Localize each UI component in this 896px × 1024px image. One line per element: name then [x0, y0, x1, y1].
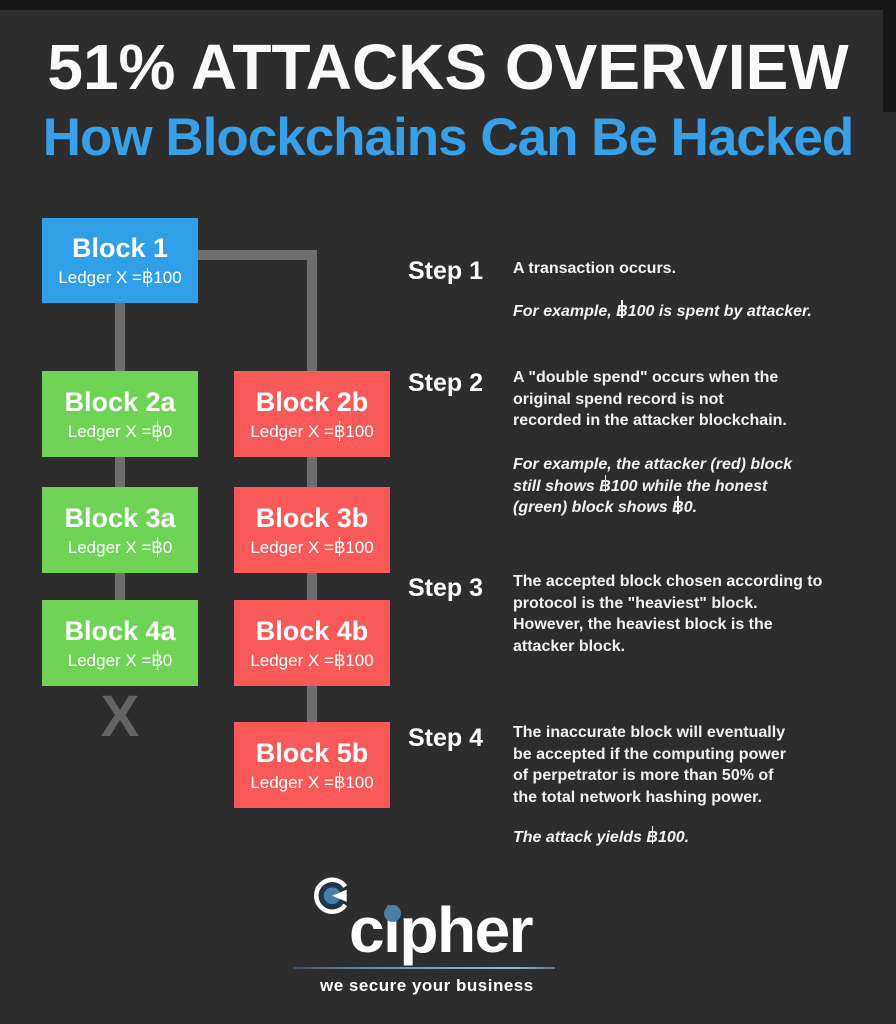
baht-symbol: B — [151, 537, 163, 557]
block-4a-label: Block 4a — [64, 615, 176, 646]
block-4a: Block 4a Ledger X =B0 — [42, 600, 198, 686]
block-3a: Block 3a Ledger X =B0 — [42, 487, 198, 573]
connector-block2a-block3a — [115, 456, 125, 488]
step-1-example: For example, B100 is spent by attacker. — [513, 300, 883, 323]
block-4b-ledger: Ledger X =B100 — [250, 650, 374, 670]
baht-symbol: B — [333, 537, 346, 557]
block-2a-label: Block 2a — [64, 386, 176, 417]
baht-symbol: B — [646, 826, 658, 849]
step-4-example: The attack yields B100. — [513, 826, 883, 849]
block-2b-label: Block 2b — [255, 386, 369, 417]
connector-block1-block2b-horizontal — [196, 250, 317, 260]
connector-block2b-block3b — [307, 456, 317, 488]
block-3a-label: Block 3a — [64, 502, 176, 533]
block-1: Block 1 Ledger X =B100 — [42, 218, 198, 303]
block-5b-label: Block 5b — [255, 737, 369, 768]
block-3b-label: Block 3b — [255, 502, 369, 533]
brand-i-dot-icon — [384, 905, 401, 922]
page-subtitle: How Blockchains Can Be Hacked — [42, 108, 854, 167]
logo-divider-line — [293, 967, 555, 969]
block-4a-ledger: Ledger X =B0 — [67, 650, 173, 670]
block-3a-ledger: Ledger X =B0 — [67, 537, 173, 557]
baht-symbol: B — [616, 300, 628, 323]
brand-tagline: we secure your business — [320, 976, 534, 995]
connector-block3b-block4b — [307, 572, 317, 601]
page-title: 51% ATTACKS OVERVIEW — [47, 31, 849, 103]
step-4-label: Step 4 — [408, 724, 484, 752]
connector-block1-block2b-vertical — [307, 250, 317, 372]
baht-symbol: B — [599, 474, 611, 498]
baht-symbol: B — [141, 267, 154, 288]
baht-symbol: B — [672, 496, 684, 519]
cipher-logo-icon — [314, 877, 348, 914]
brand-wordmark: cipher — [349, 894, 534, 966]
step-2-body: A "double spend" occurs when the origina… — [513, 369, 787, 429]
step-4-body: The inaccurate block will eventually be … — [513, 724, 786, 806]
rejected-chain-x-mark: X — [100, 684, 140, 749]
step-1-label: Step 1 — [408, 257, 484, 285]
baht-symbol: B — [151, 650, 163, 670]
connector-block1-block2a — [115, 300, 125, 372]
step-3-label: Step 3 — [408, 574, 484, 602]
block-2a: Block 2a Ledger X =B0 — [42, 371, 198, 457]
block-5b-ledger: Ledger X =B100 — [250, 772, 374, 792]
block-4b: Block 4b Ledger X =B100 — [234, 600, 390, 686]
baht-symbol: B — [333, 772, 346, 792]
connector-block4b-block5b — [307, 685, 317, 723]
block-3b-ledger: Ledger X =B100 — [250, 537, 374, 557]
block-5b: Block 5b Ledger X =B100 — [234, 722, 390, 808]
top-right-edge-bar — [883, 0, 896, 112]
block-1-label: Block 1 — [71, 233, 169, 263]
block-4b-label: Block 4b — [255, 615, 369, 646]
block-3b: Block 3b Ledger X =B100 — [234, 487, 390, 573]
baht-symbol: B — [333, 421, 346, 441]
connector-block3a-block4a — [115, 572, 125, 601]
top-edge-bar — [0, 0, 896, 10]
step-2-example: For example, the attacker (red) block st… — [513, 454, 883, 519]
step-3-body: The accepted block chosen according to p… — [513, 573, 823, 655]
block-1-ledger: Ledger X =B100 — [58, 267, 182, 288]
baht-symbol: B — [151, 421, 163, 441]
block-2a-ledger: Ledger X =B0 — [67, 421, 173, 441]
block-2b: Block 2b Ledger X =B100 — [234, 371, 390, 457]
baht-symbol: B — [333, 650, 346, 670]
block-2b-ledger: Ledger X =B100 — [250, 421, 374, 441]
step-1-body: A transaction occurs. — [513, 260, 677, 277]
step-2-label: Step 2 — [408, 369, 484, 397]
